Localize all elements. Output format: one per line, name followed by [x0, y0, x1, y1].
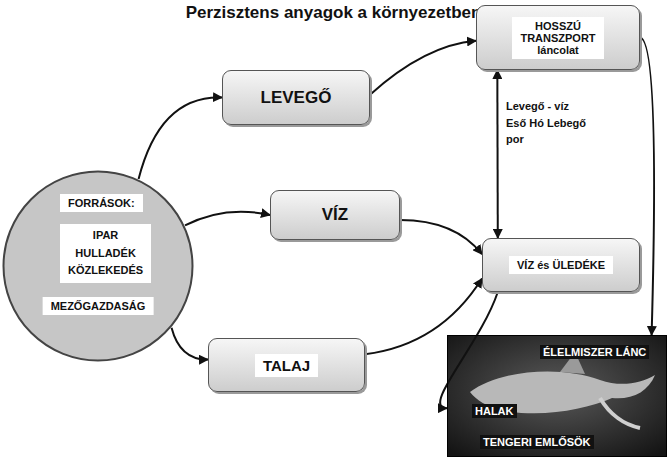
node-text: HALAK	[472, 404, 517, 418]
source-circle: MEZŐGAZDASÁG FORRÁSOK: IPAR HULLADÉK KÖZLE…	[2, 170, 194, 362]
node-text: MEZŐGAZDASÁG	[43, 297, 154, 315]
flow-arrow	[185, 212, 270, 226]
node-text: VÍZ	[322, 205, 348, 225]
process-box: TALAJ	[208, 338, 365, 392]
photo-ground	[447, 335, 667, 457]
flow-arrow	[496, 70, 498, 238]
flow-arrow	[370, 41, 476, 95]
process-box: VÍZ és ÜLEDÉKE	[482, 238, 640, 292]
node-text: ÉLELMISZER LÁNC	[540, 345, 649, 359]
splash	[600, 398, 640, 428]
flow-arrow	[440, 292, 498, 408]
flow-arrow	[400, 220, 482, 254]
edge-label: Levegő - víz Eső Hó Lebegő por	[506, 98, 588, 148]
node-text: TALAJ	[255, 354, 318, 377]
process-box: VÍZ	[270, 190, 400, 240]
flow-arrow	[139, 97, 222, 179]
node-text: HOSSZÚ TRANSZPORT láncolat	[512, 17, 603, 59]
flow-arrow	[365, 279, 482, 355]
node-text: IPAR HULLADÉK KÖZLEKEDÉS	[68, 227, 143, 280]
node-text: TENGERI EMLŐSÖK	[480, 435, 594, 449]
circle-shape	[4, 172, 193, 361]
node-text: LEVEGŐ	[261, 88, 332, 108]
node-text: FORRÁSOK:	[68, 197, 135, 209]
process-box: HOSSZÚ TRANSZPORT láncolat	[476, 5, 640, 70]
source-heading-box: FORRÁSOK:	[60, 194, 143, 212]
source-list-box: IPAR HULLADÉK KÖZLEKEDÉS	[60, 224, 151, 283]
flow-arrow	[172, 328, 208, 360]
flow-arrow	[640, 38, 654, 336]
node-text: VÍZ és ÜLEDÉKE	[509, 256, 613, 274]
process-box: LEVEGŐ	[222, 70, 370, 125]
photo-panel: ÉLELMISZER LÁNC HALAK TENGERI EMLŐSÖK	[447, 335, 667, 457]
